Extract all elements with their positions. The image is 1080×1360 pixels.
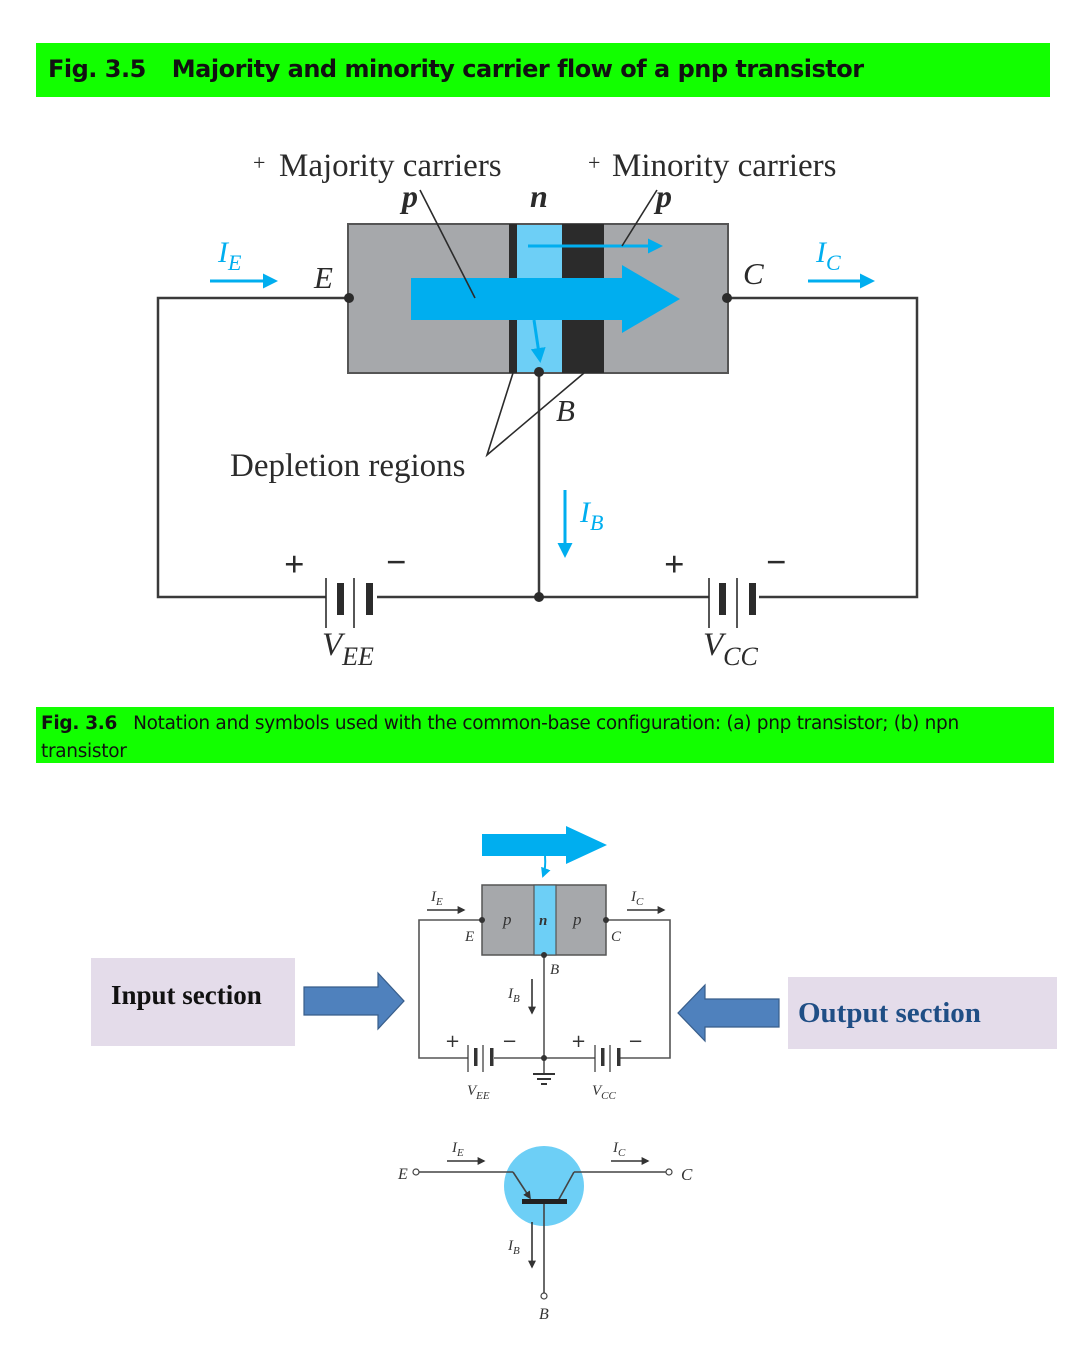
base-terminal xyxy=(534,367,544,377)
input-section-box: Input section xyxy=(91,958,295,1046)
depletion-regions-label: Depletion regions xyxy=(230,448,466,484)
ground-icon xyxy=(533,1073,555,1085)
cb-ie-label: IE xyxy=(430,889,443,908)
transistor-base-bar xyxy=(522,1199,567,1204)
vee-plus-sign: + xyxy=(284,544,305,584)
figure-3-6-number: Fig. 3.6 xyxy=(41,713,118,734)
cb-ic-label: IC xyxy=(630,889,644,908)
figure-3-5-number: Fig. 3.5 xyxy=(48,55,146,83)
cb-base-terminal xyxy=(541,952,547,958)
cb-emitter-terminal xyxy=(479,917,485,923)
carrier-flow-arrow xyxy=(482,826,607,864)
minority-plus-sign: + xyxy=(588,150,600,175)
ib-label: IB xyxy=(579,496,603,535)
vcc-label: VCC xyxy=(703,627,759,671)
majority-carriers-label: Majority carriers xyxy=(279,148,502,184)
figure-3-5-caption: Fig. 3.5 Majority and minority carrier fl… xyxy=(36,43,1050,97)
symbol-base-terminal xyxy=(540,1292,548,1300)
pnp-transistor-symbol: E C B IE IC IB xyxy=(397,1140,693,1323)
base-flow-hook xyxy=(541,855,551,878)
base-junction-node xyxy=(534,592,544,602)
vcc-plus-sign: + xyxy=(664,544,685,584)
emitter-terminal xyxy=(344,293,354,303)
cb-collector-terminal xyxy=(603,917,609,923)
input-arrow-icon xyxy=(303,971,405,1031)
n-mid-label: n xyxy=(530,178,548,214)
ie-label: IE xyxy=(217,236,242,275)
transistor-circle xyxy=(504,1146,584,1226)
output-section-box: Output section xyxy=(788,977,1057,1049)
cb-p-right-label: p xyxy=(572,910,582,929)
symbol-emitter-terminal xyxy=(412,1168,420,1176)
p-right-label: p xyxy=(653,178,672,214)
cb-base-label: B xyxy=(550,962,559,978)
base-label: B xyxy=(556,393,575,428)
collector-label: C xyxy=(743,256,764,291)
cb-ib-label: IB xyxy=(507,986,520,1005)
cb-vee-battery-icon xyxy=(467,1045,494,1072)
figure-3-6-diagram: p n p E C B IE IC IB VEE VCC + − + − xyxy=(303,826,780,1323)
leader-lines xyxy=(419,189,658,458)
figure-3-5-diagram: + Majority carriers + Minority carriers … xyxy=(156,148,919,671)
symbol-ib-label: IB xyxy=(507,1238,520,1257)
emitter-label: E xyxy=(313,260,333,295)
vcc-minus-sign: − xyxy=(766,542,787,582)
ic-label: IC xyxy=(815,236,841,275)
cb-n-mid-label: n xyxy=(539,913,547,929)
cb-vee-minus-sign: − xyxy=(502,1031,517,1052)
vee-battery-icon xyxy=(325,578,373,628)
vee-minus-sign: − xyxy=(386,542,407,582)
cb-vcc-plus-sign: + xyxy=(571,1031,586,1052)
input-section-label: Input section xyxy=(111,980,262,1010)
majority-plus-sign: + xyxy=(253,150,265,175)
cb-p-left-label: p xyxy=(502,910,512,929)
majority-carrier-arrow xyxy=(411,265,680,333)
symbol-collector-label: C xyxy=(681,1165,693,1184)
vee-label: VEE xyxy=(322,627,374,671)
symbol-ic-label: IC xyxy=(612,1140,626,1159)
collector-terminal xyxy=(722,293,732,303)
cb-vcc-minus-sign: − xyxy=(628,1031,643,1052)
cb-vcc-battery-icon xyxy=(594,1045,621,1072)
symbol-collector-terminal xyxy=(665,1168,673,1176)
output-arrow-icon xyxy=(677,983,780,1043)
figure-3-5-title: Majority and minority carrier flow of a … xyxy=(171,55,864,83)
cb-ground-node xyxy=(541,1055,547,1061)
symbol-base-label: B xyxy=(539,1306,549,1323)
vcc-battery-icon xyxy=(708,578,756,628)
base-current-internal-arrow xyxy=(530,319,546,363)
figure-3-6-title: Notation and symbols used with the commo… xyxy=(41,713,959,762)
minority-carriers-label: Minority carriers xyxy=(612,148,837,184)
symbol-ie-label: IE xyxy=(451,1140,464,1159)
cb-emitter-label: E xyxy=(464,929,474,945)
p-left-label: p xyxy=(399,178,418,214)
cb-vee-plus-sign: + xyxy=(445,1031,460,1052)
symbol-emitter-label: E xyxy=(397,1166,408,1183)
cb-vcc-label: VCC xyxy=(592,1083,617,1102)
output-section-label: Output section xyxy=(798,997,981,1029)
cb-vee-label: VEE xyxy=(467,1083,490,1102)
cb-collector-label: C xyxy=(611,929,622,945)
